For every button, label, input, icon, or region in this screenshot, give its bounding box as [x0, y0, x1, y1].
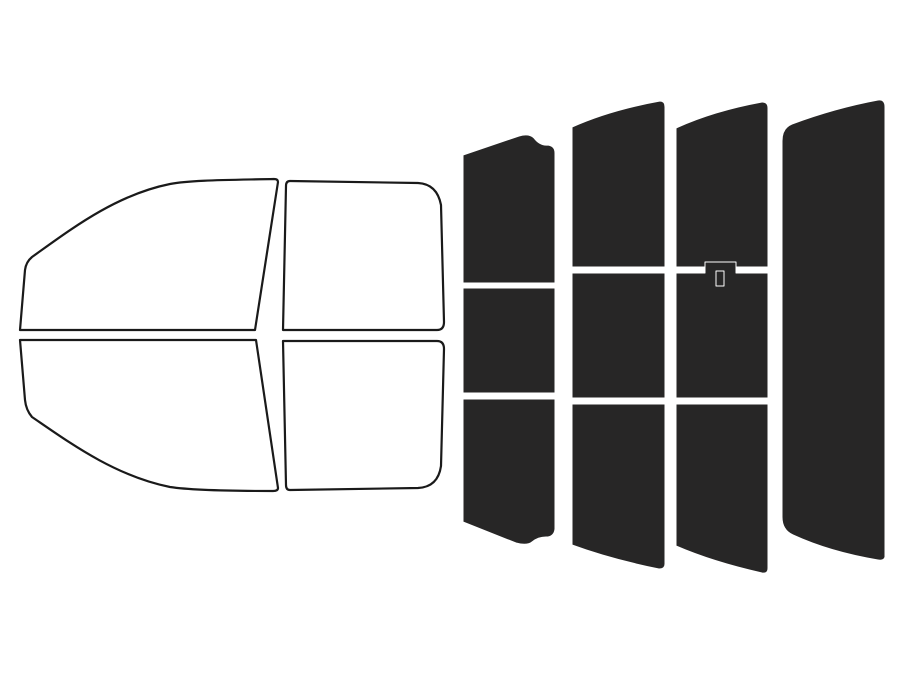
- rear-lower-window[interactable]: [281, 339, 446, 492]
- tinted-panel-c1-bottom[interactable]: [462, 398, 556, 545]
- side-windows-group: [18, 177, 446, 493]
- tinted-panel-c3-top[interactable]: [675, 101, 769, 268]
- tinted-connector-tab[interactable]: [715, 270, 725, 287]
- tinted-panel-c1-top[interactable]: [462, 134, 556, 284]
- tinted-panel-c2-top[interactable]: [571, 100, 666, 268]
- tinted-panel-c3-middle[interactable]: [675, 261, 769, 399]
- tinted-panel-c2-middle[interactable]: [571, 272, 666, 399]
- tinted-panel-c4-full[interactable]: [781, 99, 886, 561]
- front-lower-window[interactable]: [18, 338, 280, 493]
- tinted-panel-c3-bottom[interactable]: [675, 403, 769, 574]
- tinted-panel-c2-bottom[interactable]: [571, 403, 666, 570]
- rear-windows-group: [462, 99, 886, 574]
- tinted-panel-c1-middle[interactable]: [462, 287, 556, 394]
- rear-upper-window[interactable]: [281, 179, 446, 332]
- front-upper-window[interactable]: [18, 177, 280, 332]
